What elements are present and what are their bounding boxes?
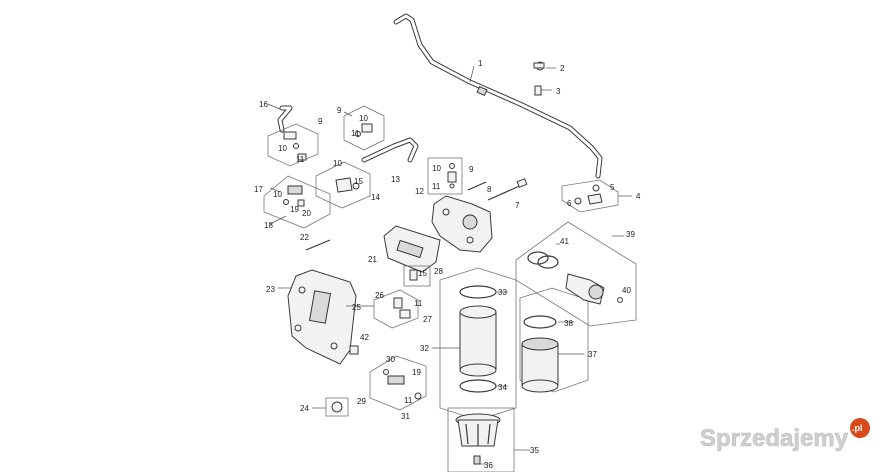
part-39-heater-group bbox=[515, 221, 637, 327]
part-28-group bbox=[403, 265, 431, 287]
part-9-group-right bbox=[427, 157, 463, 195]
callout-15-lower: 15 bbox=[418, 269, 427, 278]
callout-28: 28 bbox=[434, 267, 443, 276]
callout-9-upper: 9 bbox=[337, 106, 342, 115]
callout-4: 4 bbox=[636, 192, 641, 201]
part-13-fuel-line bbox=[361, 137, 419, 163]
part-21-mounting-plate bbox=[383, 225, 441, 273]
callout-2: 2 bbox=[560, 64, 565, 73]
part-2-banjo-bolt bbox=[533, 61, 545, 71]
callout-labels: 1 2 3 4 5 6 7 8 9 9 9 10 10 10 10 10 11 … bbox=[254, 59, 641, 470]
part-7-long-bolt bbox=[487, 178, 528, 201]
part-37-filter-group bbox=[519, 287, 589, 393]
callout-20: 20 bbox=[302, 209, 311, 218]
callout-11-left: 11 bbox=[296, 155, 305, 164]
part-42-screw bbox=[349, 345, 359, 355]
callout-41: 41 bbox=[560, 237, 569, 246]
part-29-group bbox=[369, 355, 427, 411]
callout-21: 21 bbox=[368, 255, 377, 264]
callout-37: 37 bbox=[588, 350, 597, 359]
callout-24: 24 bbox=[300, 404, 309, 413]
callout-10-mid: 10 bbox=[333, 159, 342, 168]
part-8-bolt bbox=[467, 181, 487, 191]
callout-7: 7 bbox=[515, 201, 520, 210]
part-22-bolt bbox=[305, 239, 331, 251]
callout-34: 34 bbox=[498, 383, 507, 392]
callout-38: 38 bbox=[564, 319, 573, 328]
callout-33: 33 bbox=[498, 288, 507, 297]
callout-19-lower: 19 bbox=[412, 368, 421, 377]
callout-22: 22 bbox=[300, 233, 309, 242]
callout-11-upper: 11 bbox=[351, 129, 360, 138]
callout-10-left: 10 bbox=[278, 144, 287, 153]
part-1-fuel-tube bbox=[393, 13, 603, 179]
callout-35: 35 bbox=[530, 446, 539, 455]
callout-12: 12 bbox=[415, 187, 424, 196]
part-23-bracket bbox=[287, 269, 357, 365]
callout-25: 25 bbox=[352, 303, 361, 312]
callout-11-middle: 11 bbox=[414, 299, 423, 308]
callout-9-left: 9 bbox=[318, 117, 323, 126]
callout-42: 42 bbox=[360, 333, 369, 342]
part-24-clip bbox=[325, 397, 349, 417]
part-32-filter-group bbox=[439, 267, 517, 421]
part-25-group bbox=[373, 289, 419, 329]
leader-lines bbox=[267, 65, 632, 465]
callout-23: 23 bbox=[266, 285, 275, 294]
callout-15-upper: 15 bbox=[354, 177, 363, 186]
callout-13: 13 bbox=[391, 175, 400, 184]
callout-36: 36 bbox=[484, 461, 493, 470]
callout-10-lower: 10 bbox=[273, 190, 282, 199]
part-4-group bbox=[561, 179, 619, 213]
watermark-badge-icon bbox=[850, 418, 870, 438]
callout-9-right: 9 bbox=[469, 165, 474, 174]
callout-39: 39 bbox=[626, 230, 635, 239]
part-3-plug bbox=[534, 85, 542, 96]
callout-11-right: 11 bbox=[432, 182, 441, 191]
callout-10-right: 10 bbox=[432, 164, 441, 173]
callout-27: 27 bbox=[423, 315, 432, 324]
part-12-filter-head bbox=[431, 195, 493, 253]
part-9-group-upper bbox=[343, 105, 385, 151]
callout-32: 32 bbox=[420, 344, 429, 353]
callout-1: 1 bbox=[478, 59, 483, 68]
part-16-return-line bbox=[277, 105, 293, 133]
callout-5: 5 bbox=[610, 183, 615, 192]
callout-8: 8 bbox=[487, 185, 492, 194]
callout-11-bottom: 11 bbox=[404, 396, 413, 405]
callout-10-upper: 10 bbox=[359, 114, 368, 123]
callout-40: 40 bbox=[622, 286, 631, 295]
watermark: Sprzedajemy .pl bbox=[700, 418, 870, 452]
watermark-site-name: Sprzedajemy bbox=[700, 425, 849, 452]
callout-18: 18 bbox=[264, 221, 273, 230]
callout-3: 3 bbox=[556, 87, 561, 96]
callout-14: 14 bbox=[371, 193, 380, 202]
callout-17: 17 bbox=[254, 185, 263, 194]
callout-29: 29 bbox=[357, 397, 366, 406]
part-15-group bbox=[315, 161, 371, 209]
callout-6: 6 bbox=[567, 199, 572, 208]
part-17-group bbox=[263, 175, 331, 229]
callout-26: 26 bbox=[375, 291, 384, 300]
part-35-filter-bowl bbox=[447, 407, 515, 472]
watermark-badge-label: .pl bbox=[852, 423, 863, 433]
callout-16: 16 bbox=[259, 100, 268, 109]
callout-31: 31 bbox=[401, 412, 410, 421]
callout-30: 30 bbox=[386, 355, 395, 364]
callout-19-upper: 19 bbox=[290, 205, 299, 214]
part-9-group-left bbox=[267, 123, 319, 167]
